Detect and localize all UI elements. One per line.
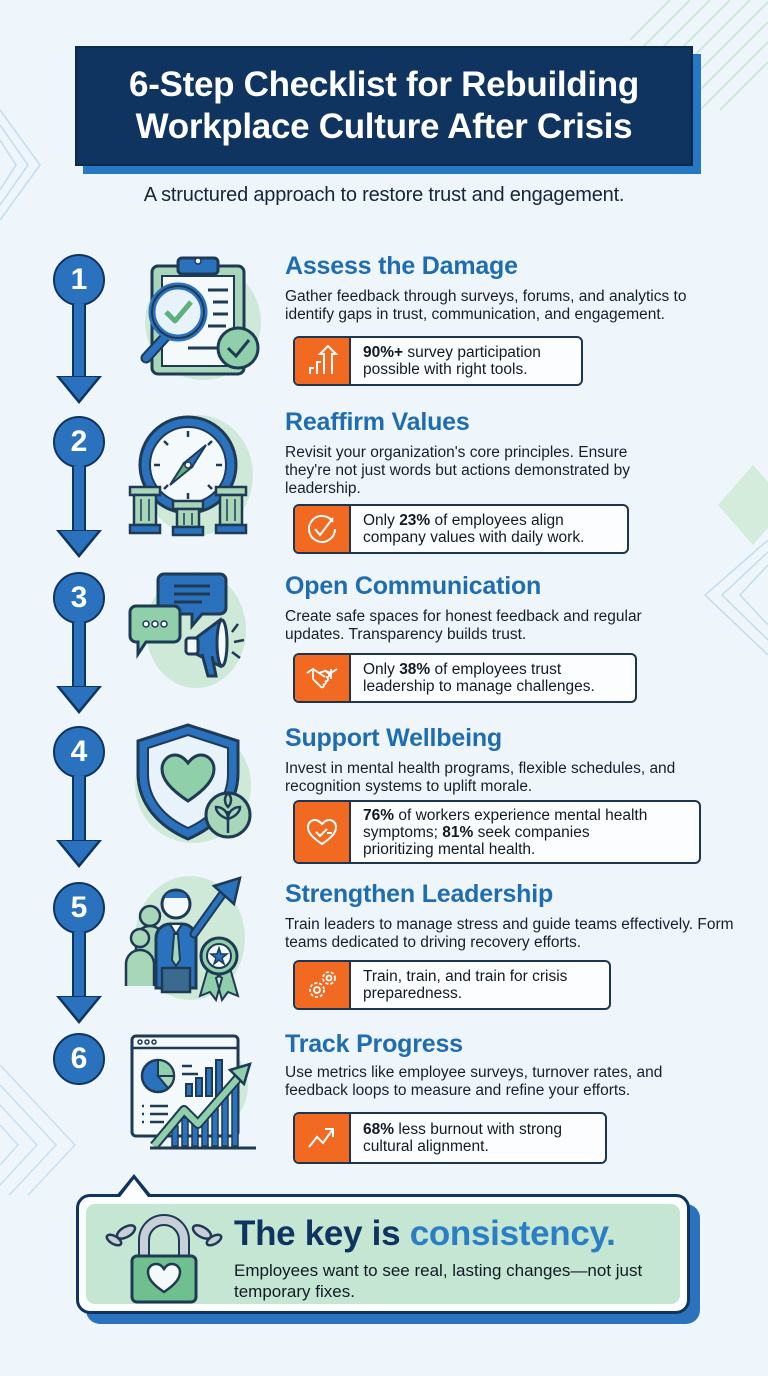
stat-callout: 90%+ survey participation possible with …: [293, 336, 583, 386]
stat-text: 68% less burnout with strong cultural al…: [351, 1114, 574, 1162]
bar-arrow-up-icon: [295, 338, 351, 384]
stat-text-line1: of workers experience mental health: [394, 806, 648, 824]
stat-text: 76% of workers experience mental health …: [351, 802, 659, 862]
stat-value-2: 81%: [442, 823, 474, 841]
stat-value: 68%: [363, 1121, 395, 1138]
down-arrow-icon: [56, 530, 102, 558]
down-arrow-icon: [56, 996, 102, 1024]
callout-body: Employees want to see real, lasting chan…: [234, 1261, 643, 1301]
stat-text: Only 38% of employees trust leadership t…: [351, 655, 607, 701]
stat-callout: 76% of workers experience mental health …: [293, 800, 701, 864]
check-circle-icon: [295, 506, 351, 552]
stat-text-line2: preparedness.: [363, 985, 463, 1002]
stat-prefix: Only: [363, 661, 400, 678]
step-title: Support Wellbeing: [285, 724, 502, 752]
callout-tail: [116, 1174, 152, 1197]
padlock-heart-chain-icon: [105, 1214, 223, 1304]
stat-text: Only 23% of employees align company valu…: [351, 506, 596, 552]
handshake-icon: [295, 655, 351, 701]
step-title: Track Progress: [285, 1030, 463, 1058]
down-arrow-icon: [56, 686, 102, 714]
stat-text-line2: seek companies: [473, 823, 590, 841]
page-title-line-2: Workplace Culture After Crisis: [135, 107, 633, 146]
leader-team-award-arrow-icon: [118, 868, 268, 1008]
timeline-arrow-shaft: [72, 622, 86, 686]
stat-callout: Train, train, and train for crisis prepa…: [293, 960, 611, 1010]
clipboard-magnifier-check-icon: [118, 250, 268, 390]
timeline-arrow-shaft: [72, 776, 86, 840]
step-title: Strengthen Leadership: [285, 880, 554, 908]
trend-up-icon: [295, 1114, 351, 1162]
stat-text: 90%+ survey participation possible with …: [351, 338, 553, 384]
step-description: Revisit your organization's core princip…: [285, 444, 631, 497]
stat-value: 76%: [363, 806, 395, 824]
stat-text-line1: of employees trust: [430, 661, 562, 678]
title-box: 6-Step Checklist for Rebuilding Workplac…: [75, 46, 693, 166]
stat-text-line2-prefix: symptoms;: [363, 823, 443, 841]
callout-heading-accent: consistency.: [409, 1214, 616, 1253]
stat-callout: 68% less burnout with strong cultural al…: [293, 1112, 607, 1164]
callout-inner: The key is consistency. Employees want t…: [86, 1204, 680, 1304]
compass-pillars-icon: [118, 405, 268, 545]
callout-heading: The key is consistency.: [234, 1214, 616, 1254]
shield-heart-sprout-icon: [118, 715, 268, 855]
step-number-badge: 5: [53, 882, 105, 934]
step-title: Open Communication: [285, 572, 542, 600]
timeline-arrow-shaft: [72, 304, 86, 376]
dashboard-chart-trend-icon: [118, 1026, 268, 1166]
step-number-badge: 2: [53, 416, 105, 468]
stat-callout: Only 38% of employees trust leadership t…: [293, 653, 637, 703]
step-description: Create safe spaces for honest feedback a…: [285, 608, 642, 643]
stat-text-line1: Train, train, and train for crisis: [363, 968, 568, 985]
chevron-lines-decoration-bottom-left: [0, 1065, 77, 1195]
heart-check-icon: [295, 802, 351, 862]
step-description: Invest in mental health programs, flexib…: [285, 760, 676, 795]
timeline-arrow-shaft: [72, 932, 86, 996]
chevron-lines-decoration-right: [703, 540, 768, 656]
key-callout: The key is consistency. Employees want t…: [76, 1194, 690, 1314]
step-title: Assess the Damage: [285, 252, 518, 280]
stat-text-line3: prioritizing mental health.: [363, 840, 536, 858]
stat-value: 38%: [399, 661, 431, 678]
gears-icon: [295, 962, 351, 1008]
step-number-badge: 1: [53, 254, 105, 306]
stat-callout: Only 23% of employees align company valu…: [293, 504, 629, 554]
stat-text-line1: of employees align: [430, 512, 564, 529]
stat-text: Train, train, and train for crisis prepa…: [351, 962, 579, 1008]
green-diamond-decoration: [718, 465, 768, 545]
step-number-badge: 4: [53, 726, 105, 778]
page-subtitle: A structured approach to restore trust a…: [143, 184, 625, 206]
stat-text-line2: possible with right tools.: [363, 361, 528, 378]
callout-heading-prefix: The key is: [234, 1214, 410, 1253]
step-description: Train leaders to manage stress and guide…: [285, 916, 734, 951]
stat-text-line2: cultural alignment.: [363, 1138, 489, 1155]
stat-text-line2: company values with daily work.: [363, 529, 585, 546]
stat-text-line2: leadership to manage challenges.: [363, 678, 595, 695]
step-number-badge: 6: [53, 1033, 105, 1085]
timeline-arrow-shaft: [72, 466, 86, 530]
title-banner: 6-Step Checklist for Rebuilding Workplac…: [75, 46, 701, 174]
stat-value: 23%: [399, 512, 431, 529]
step-number-badge: 3: [53, 572, 105, 624]
stat-text-line1: survey participation: [403, 344, 541, 361]
step-description: Use metrics like employee surveys, turno…: [285, 1064, 663, 1099]
stat-value: 90%+: [363, 344, 404, 361]
down-arrow-icon: [56, 376, 102, 404]
stat-text-line1: less burnout with strong: [394, 1121, 563, 1138]
chat-bubbles-megaphone-icon: [118, 562, 268, 702]
stat-prefix: Only: [363, 512, 400, 529]
step-description: Gather feedback through surveys, forums,…: [285, 288, 687, 323]
down-arrow-icon: [56, 840, 102, 868]
step-title: Reaffirm Values: [285, 408, 470, 436]
page-title-line-1: 6-Step Checklist for Rebuilding: [129, 65, 639, 104]
chevron-lines-decoration-left: [0, 109, 41, 221]
